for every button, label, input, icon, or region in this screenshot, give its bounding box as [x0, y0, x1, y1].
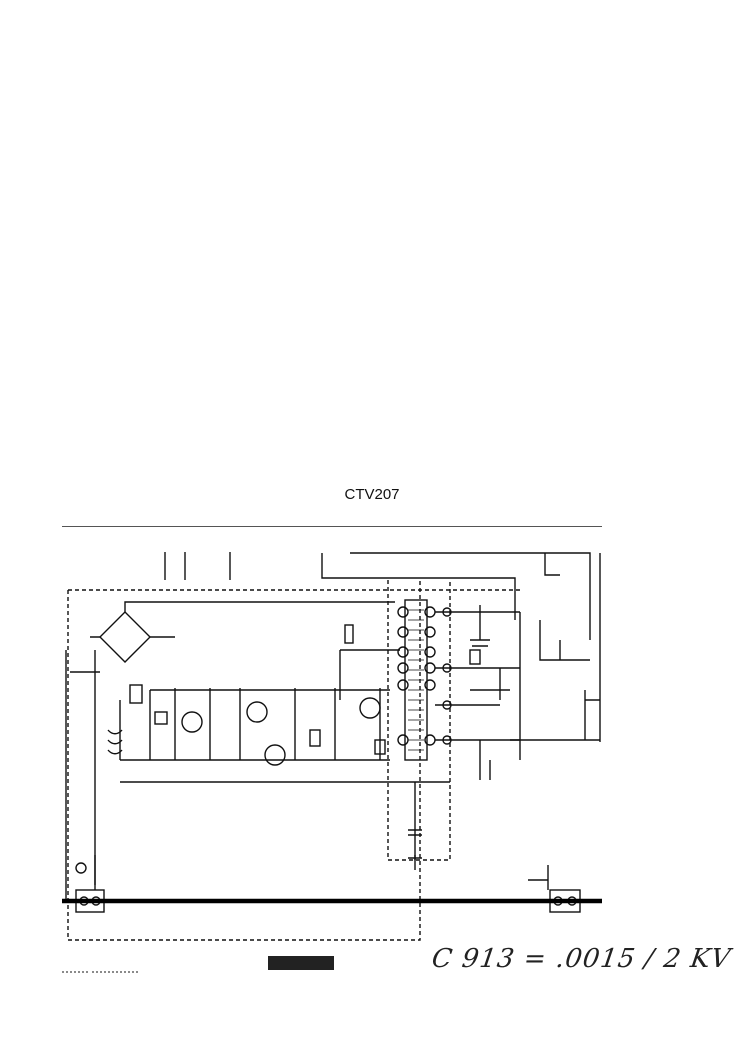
fuse — [75, 862, 87, 874]
document-title: CTV207 — [344, 486, 400, 503]
smudged-stamp — [268, 956, 334, 970]
bridge-rectifier — [99, 611, 151, 663]
transistor-q4 — [359, 697, 381, 719]
title-rule — [62, 526, 602, 527]
transistor-q3 — [264, 744, 286, 766]
transistor-q1 — [181, 711, 203, 733]
transistor-q2 — [246, 701, 268, 723]
handwritten-note: C 913 = .0015 / 2 KV — [429, 944, 733, 974]
